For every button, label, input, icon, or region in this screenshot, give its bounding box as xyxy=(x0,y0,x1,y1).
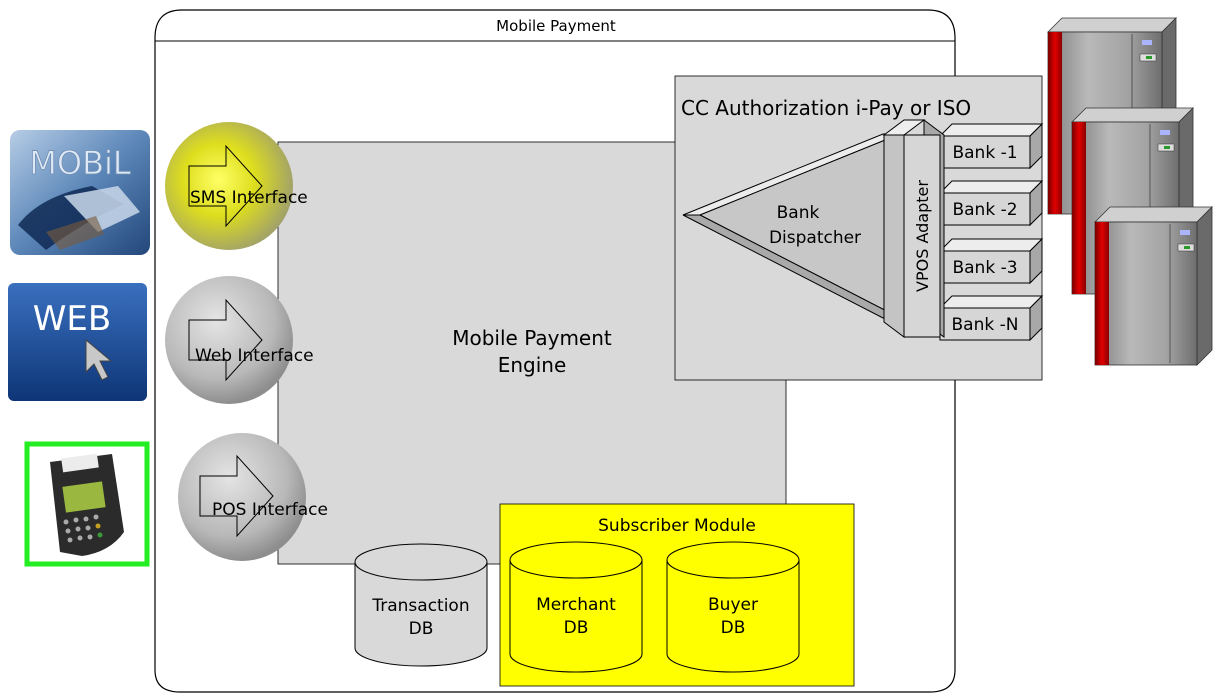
bank-boxes: Bank -1 Bank -2 Bank -3 Bank -N xyxy=(938,122,1044,342)
bank-box-n: Bank -N xyxy=(938,294,1044,342)
web-channel-image: WEB xyxy=(8,283,147,401)
pos-interface: POS Interface xyxy=(178,433,328,561)
bank-1-label: Bank -1 xyxy=(952,143,1017,163)
pos-terminal-icon xyxy=(50,453,124,556)
engine-label-line1: Mobile Payment xyxy=(452,326,612,350)
merchant-db-label-line1: Merchant xyxy=(536,595,616,615)
buyer-db-label-line2: DB xyxy=(721,618,746,638)
pos-arrow-icon xyxy=(199,454,274,538)
vpos-adapter-label: VPOS Adapter xyxy=(913,180,932,292)
bank-box-1: Bank -1 xyxy=(938,122,1044,170)
bank-dispatcher: Bank Dispatcher xyxy=(682,133,901,319)
web-arrow-icon xyxy=(188,298,263,382)
mobil-label: MOBiL xyxy=(29,144,131,182)
merchant-db: Merchant DB xyxy=(509,541,643,673)
buyer-db: Buyer DB xyxy=(666,541,800,673)
engine-label-line2: Engine xyxy=(498,353,567,377)
dispatcher-label-line1: Bank xyxy=(777,203,820,223)
transaction-db-label-line1: Transaction xyxy=(371,596,469,616)
bank-n-label: Bank -N xyxy=(952,315,1019,335)
vpos-adapter: VPOS Adapter xyxy=(882,119,945,338)
pos-terminal-image xyxy=(24,441,150,567)
sms-interface-label: SMS Interface xyxy=(190,188,308,208)
cursor-arrow-icon xyxy=(85,338,113,381)
container-title: Mobile Payment xyxy=(496,17,616,35)
web-interface-label: Web Interface xyxy=(195,346,314,366)
subscriber-module-title: Subscriber Module xyxy=(598,516,756,536)
authorization-title: CC Authorization i-Pay or ISO xyxy=(681,96,971,120)
server-rack-3 xyxy=(1094,206,1213,366)
bank-box-2: Bank -2 xyxy=(938,179,1044,227)
subscriber-module: Subscriber Module Merchant DB Buyer DB xyxy=(499,503,855,687)
sms-interface: SMS Interface xyxy=(165,122,308,250)
merchant-db-label-line2: DB xyxy=(564,618,589,638)
bank-2-label: Bank -2 xyxy=(952,200,1017,220)
buyer-db-label-line1: Buyer xyxy=(708,595,758,615)
bank-box-3: Bank -3 xyxy=(938,237,1044,285)
transaction-db: Transaction DB xyxy=(354,543,488,667)
pos-interface-label: POS Interface xyxy=(212,500,328,520)
mobil-channel-image: MOBiL xyxy=(10,130,150,255)
web-interface: Web Interface xyxy=(165,276,314,404)
web-label: WEB xyxy=(33,299,111,339)
phone-card-icon xyxy=(18,186,140,250)
sms-arrow-icon xyxy=(188,144,263,228)
dispatcher-label-line2: Dispatcher xyxy=(769,228,861,248)
bank-3-label: Bank -3 xyxy=(952,258,1017,278)
transaction-db-label-line2: DB xyxy=(409,619,434,639)
